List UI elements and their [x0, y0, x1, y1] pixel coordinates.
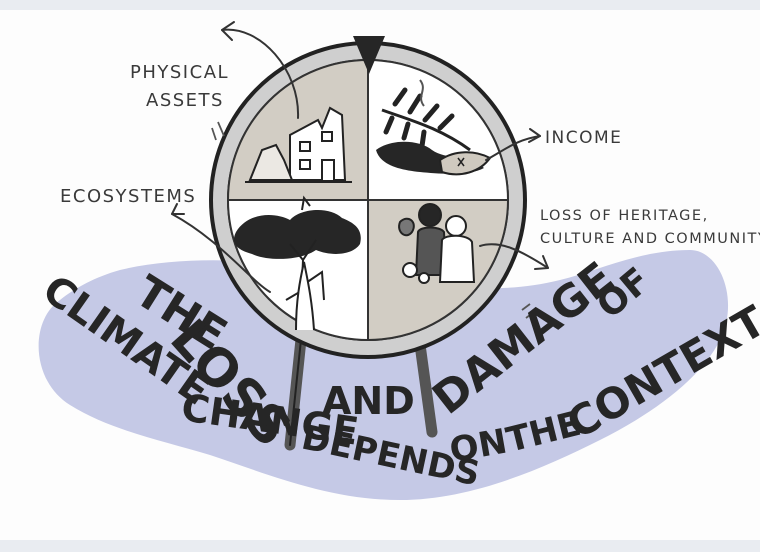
people-icon [398, 203, 476, 284]
annotation-arrows [171, 21, 549, 293]
arrow-to-ecosystems [171, 213, 271, 293]
lavender-background-blob [38, 250, 729, 500]
tree-icon [233, 195, 361, 331]
arrow-to-heritage [479, 243, 549, 269]
fish-and-branch-icon [376, 79, 492, 176]
label-income: INCOME [545, 128, 622, 148]
label-physical-assets-line2: ASSETS [146, 90, 224, 111]
bottom-border [0, 540, 760, 552]
headline-word-on: ON [447, 422, 510, 471]
label-physical-assets-line1: PHYSICAL [130, 62, 229, 83]
motion-marks [211, 121, 535, 319]
spinning-wheel [209, 41, 527, 359]
label-ecosystems: ECOSYSTEMS [60, 186, 196, 207]
arrow-to-physical-assets [221, 28, 300, 119]
headline-word-and: AND [322, 379, 415, 423]
damaged-house-icon [245, 106, 352, 183]
label-heritage-line2: CULTURE AND COMMUNITY [540, 231, 760, 247]
arrow-to-income [485, 135, 541, 161]
top-border [0, 0, 760, 10]
label-heritage-line1: LOSS OF HERITAGE, [540, 208, 709, 224]
triangle-pointer-icon [353, 36, 385, 74]
